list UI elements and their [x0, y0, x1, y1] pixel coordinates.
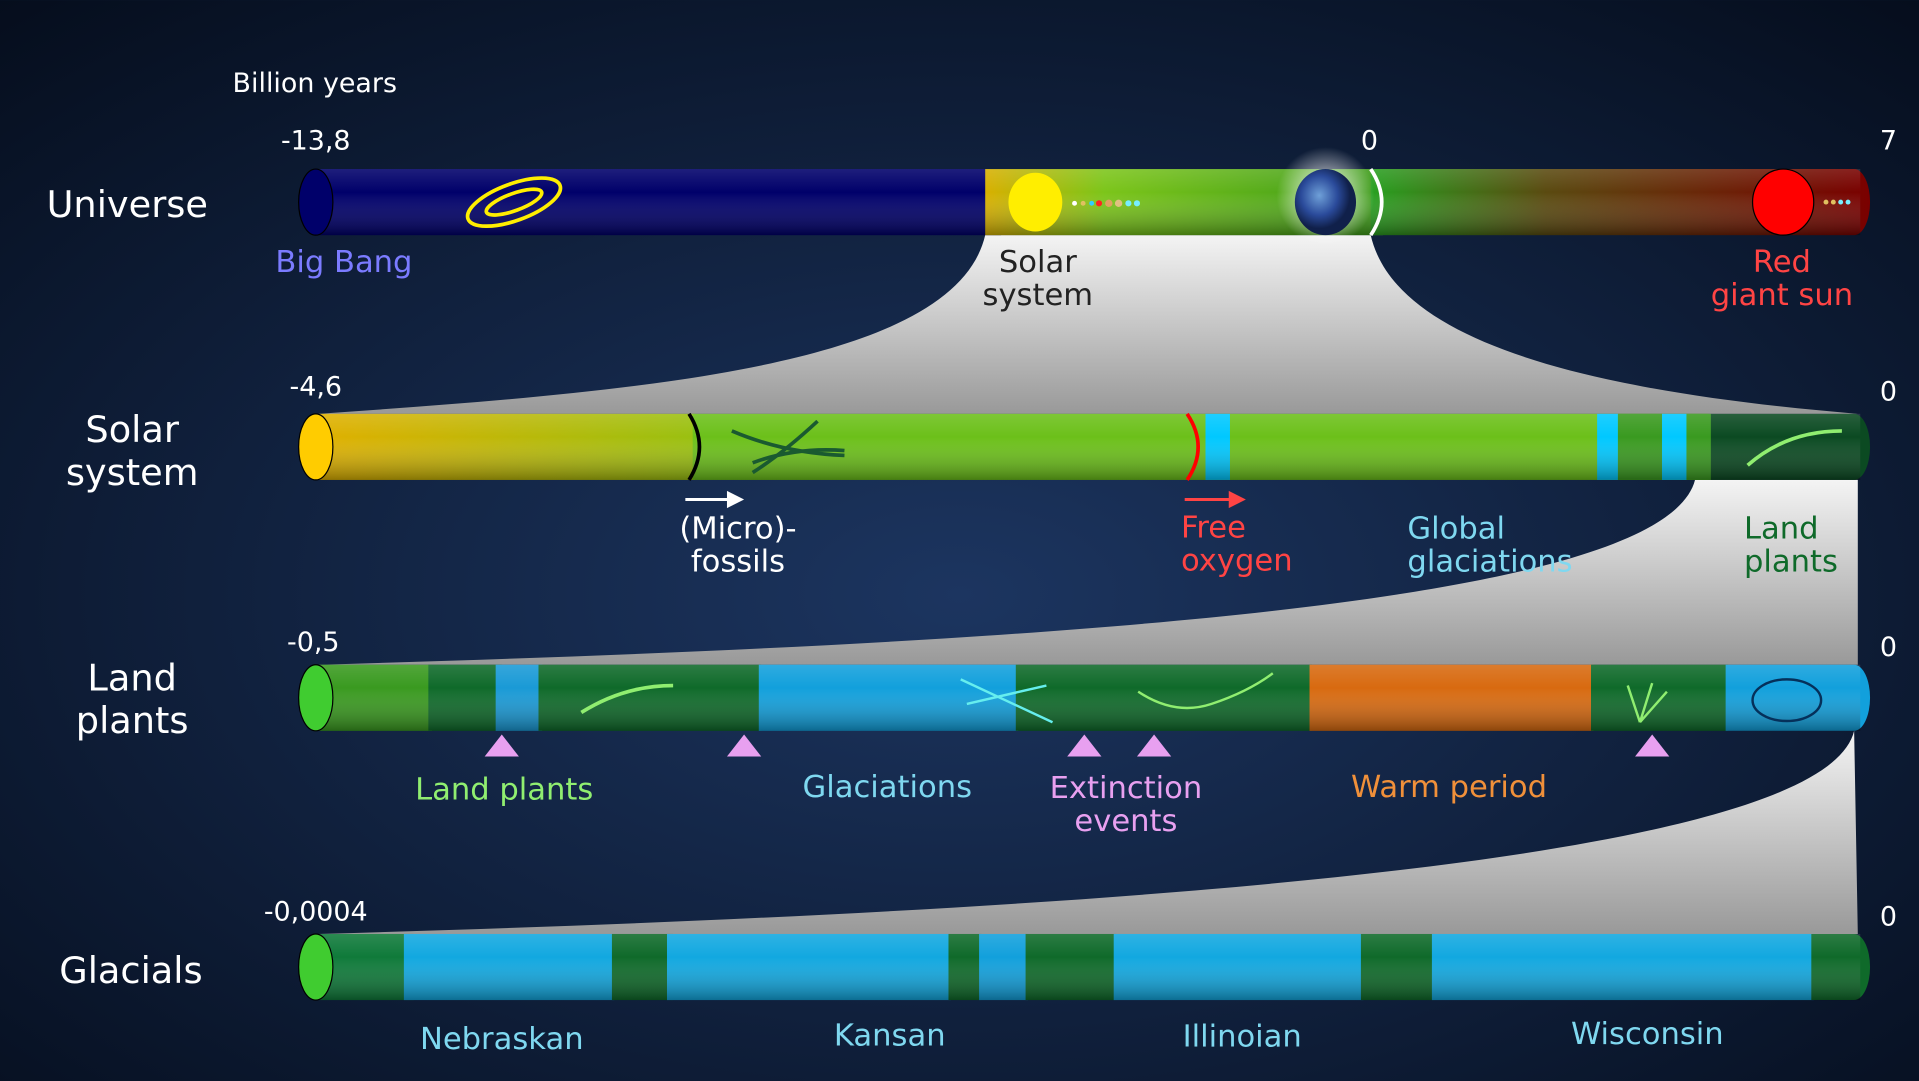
label-solar-system-2: system: [983, 278, 1094, 313]
glacial-end: 0: [1880, 901, 1897, 932]
zoom-funnel-universe-to-solar: [318, 235, 1858, 414]
earth-icon: [1294, 169, 1357, 236]
row-label-land-2: plants: [76, 699, 189, 742]
zoom-funnel-solar-to-land: [318, 479, 1858, 665]
land-end: 0: [1880, 632, 1897, 663]
land-start: -0,5: [287, 627, 340, 658]
extinction-markers: [484, 734, 1670, 757]
label-oxygen-2: oxygen: [1181, 543, 1293, 578]
galaxy-icon: [465, 176, 563, 228]
label-global-glaciations-1: Global: [1407, 512, 1505, 547]
label-red-giant-1: Red: [1753, 245, 1811, 280]
planets-icon: [1072, 199, 1141, 208]
sun-icon: [1008, 172, 1063, 232]
label-glaciations: Glaciations: [803, 770, 972, 805]
row-label-solar-2: system: [66, 451, 199, 494]
mammoth-icon: [1751, 678, 1823, 723]
label-extinction-2: events: [1074, 804, 1177, 839]
red-giant-icon: [1751, 168, 1815, 236]
label-land-plants-2: plants: [1744, 545, 1838, 580]
oxygen-arrow-icon: [1184, 490, 1246, 509]
label-warm-period: Warm period: [1351, 770, 1547, 805]
universe-tube: [298, 147, 1871, 245]
solar-start: -4,6: [290, 371, 343, 402]
row-label-glacials: Glacials: [59, 949, 202, 992]
label-global-glaciations-2: glaciations: [1407, 545, 1572, 580]
label-oxygen-1: Free: [1181, 510, 1246, 545]
label-fossils-1: (Micro)-: [679, 512, 796, 547]
land-plants-tube: [298, 664, 1871, 732]
label-fossils-2: fossils: [691, 545, 785, 580]
label-nebraskan: Nebraskan: [420, 1022, 584, 1057]
label-kansan: Kansan: [834, 1018, 946, 1053]
label-illinoian: Illinoian: [1183, 1020, 1302, 1055]
label-wisconsin: Wisconsin: [1571, 1017, 1724, 1052]
label-red-giant-2: giant sun: [1711, 278, 1853, 313]
dragonfly-icon: [960, 678, 1054, 724]
label-big-bang: Big Bang: [275, 245, 412, 280]
fern-icon: [1746, 429, 1842, 467]
zoom-funnel-land-to-glacial: [318, 730, 1858, 934]
universe-start: -13,8: [281, 125, 351, 156]
microfossil-icon: [731, 419, 845, 475]
dinosaur-icon: [1137, 672, 1274, 710]
flower-icon: [1626, 682, 1668, 724]
axis-unit-label: Billion years: [233, 68, 397, 99]
row-label-solar-1: Solar: [85, 408, 179, 451]
solar-end: 0: [1880, 376, 1897, 407]
fossils-arrow-icon: [685, 490, 745, 509]
glacials-tube: [298, 933, 1871, 1001]
label-solar-system-1: Solar: [999, 245, 1077, 280]
solar-system-tube: [298, 412, 1871, 481]
row-label-universe: Universe: [47, 183, 208, 226]
glacial-start: -0,0004: [264, 897, 368, 928]
universe-end: 7: [1880, 125, 1897, 156]
universe-now: 0: [1361, 125, 1378, 156]
label-land-plants-1: Land: [1744, 512, 1819, 547]
label-extinction-1: Extinction: [1050, 771, 1203, 806]
row-label-land-1: Land: [87, 656, 177, 699]
label-land-plants: Land plants: [415, 772, 593, 807]
fern-icon: [580, 683, 674, 715]
